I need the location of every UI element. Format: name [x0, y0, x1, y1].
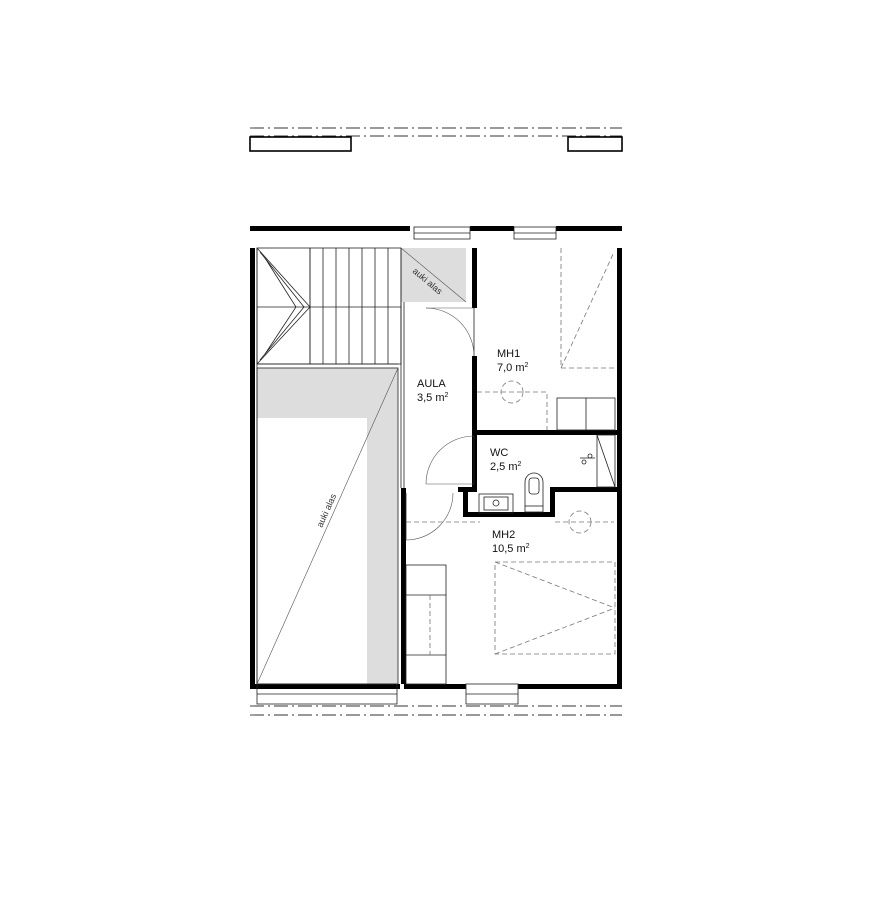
void-left-label: auki alas: [315, 492, 339, 529]
area-unit-sup: 2: [525, 362, 529, 369]
room-label-wc: WC 2,5 m2: [490, 447, 522, 473]
svg-text:3,5 m2: 3,5 m2: [417, 392, 449, 404]
roof-edge-bottom: [250, 705, 622, 716]
mh1-furniture: [477, 248, 616, 431]
room-label-mh1: MH1 7,0 m2: [497, 348, 529, 374]
room-area: 3,5 m: [417, 392, 445, 404]
room-name: WC: [490, 447, 508, 459]
interior-walls: [400, 248, 622, 684]
room-label-mh2: MH2 10,5 m2: [492, 529, 530, 555]
area-unit-sup: 2: [526, 543, 530, 550]
area-unit-sup: 2: [445, 392, 449, 399]
room-area: 2,5 m: [490, 461, 518, 473]
staircase: [256, 247, 402, 365]
open-void-shading: [257, 248, 466, 684]
roof-edge-top: [249, 127, 623, 152]
room-name: MH2: [492, 529, 515, 541]
svg-text:10,5 m2: 10,5 m2: [492, 543, 530, 555]
doors: [405, 307, 480, 541]
room-name: MH1: [497, 348, 520, 360]
svg-text:2,5 m2: 2,5 m2: [490, 461, 522, 473]
room-name: AULA: [417, 378, 446, 390]
wc-fixtures: [478, 434, 616, 514]
room-area: 10,5 m: [492, 543, 526, 555]
mh2-furniture: [405, 510, 616, 685]
svg-text:7,0 m2: 7,0 m2: [497, 362, 529, 374]
room-label-aula: AULA 3,5 m2: [417, 378, 449, 404]
room-area: 7,0 m: [497, 362, 525, 374]
area-unit-sup: 2: [518, 461, 522, 468]
